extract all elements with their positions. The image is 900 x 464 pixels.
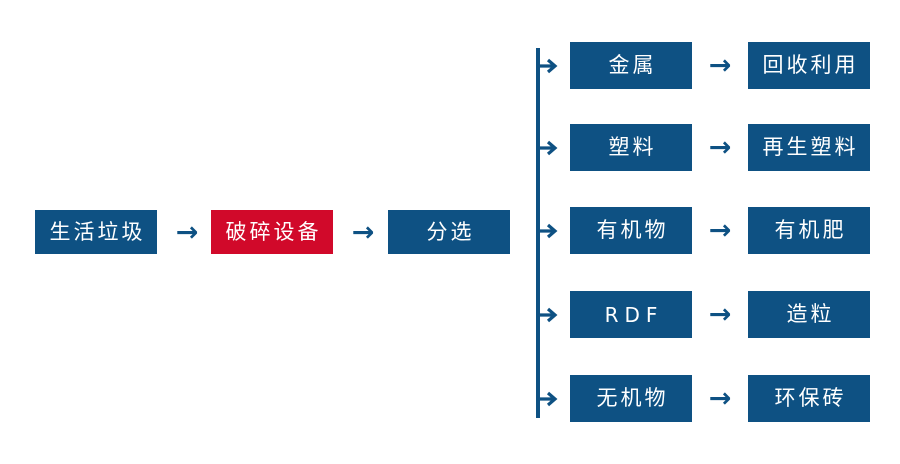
node-material-plastic[interactable]: 塑料 (570, 124, 692, 171)
node-sorting[interactable]: 分选 (388, 210, 510, 254)
node-product-recycling-label: 回收利用 (762, 53, 859, 77)
node-material-inorganic[interactable]: 无机物 (570, 375, 692, 422)
node-material-metal-label: 金属 (608, 53, 657, 77)
arrow-right-icon: → (708, 49, 732, 81)
node-product-organic-fertilizer-label: 有机肥 (774, 218, 847, 242)
node-product-eco-brick-label: 环保砖 (774, 386, 847, 410)
node-product-recycled-plastic-label: 再生塑料 (762, 135, 859, 159)
arrow-right-icon: → (175, 216, 199, 248)
arrow-inorganic-to-product: → (699, 378, 741, 418)
arrow-right-icon: → (708, 298, 732, 330)
node-input[interactable]: 生活垃圾 (35, 210, 157, 254)
branch-arrow-icon-4 (538, 302, 564, 328)
node-product-eco-brick[interactable]: 环保砖 (748, 375, 870, 422)
node-crusher[interactable]: 破碎设备 (211, 210, 333, 254)
arrow-crusher-to-sorting: → (342, 212, 384, 252)
arrow-rdf-to-product: → (699, 294, 741, 334)
branch-arrow-icon-5 (538, 386, 564, 412)
node-material-metal[interactable]: 金属 (570, 42, 692, 89)
node-product-pelletizing-label: 造粒 (786, 302, 835, 326)
arrow-input-to-crusher: → (166, 212, 208, 252)
node-material-rdf[interactable]: RDF (570, 291, 692, 338)
node-material-plastic-label: 塑料 (608, 135, 657, 159)
arrow-organic-to-product: → (699, 210, 741, 250)
node-product-organic-fertilizer[interactable]: 有机肥 (748, 207, 870, 254)
branch-arrow-icon-1 (538, 53, 564, 79)
node-material-rdf-label: RDF (604, 302, 664, 327)
vertical-trunk-line (536, 48, 540, 418)
node-product-recycling[interactable]: 回收利用 (748, 42, 870, 89)
arrow-right-icon: → (708, 214, 732, 246)
node-product-recycled-plastic[interactable]: 再生塑料 (748, 124, 870, 171)
arrow-right-icon: → (708, 382, 732, 414)
arrow-metal-to-product: → (699, 45, 741, 85)
node-product-pelletizing[interactable]: 造粒 (748, 291, 870, 338)
node-crusher-label: 破碎设备 (225, 219, 322, 244)
node-input-label: 生活垃圾 (49, 219, 146, 244)
arrow-right-icon: → (351, 216, 375, 248)
arrow-plastic-to-product: → (699, 127, 741, 167)
node-material-organic-label: 有机物 (596, 218, 669, 242)
branch-arrow-icon-3 (538, 218, 564, 244)
arrow-right-icon: → (708, 131, 732, 163)
node-material-organic[interactable]: 有机物 (570, 207, 692, 254)
node-material-inorganic-label: 无机物 (596, 386, 669, 410)
node-sorting-label: 分选 (426, 219, 475, 244)
branch-arrow-icon-2 (538, 135, 564, 161)
